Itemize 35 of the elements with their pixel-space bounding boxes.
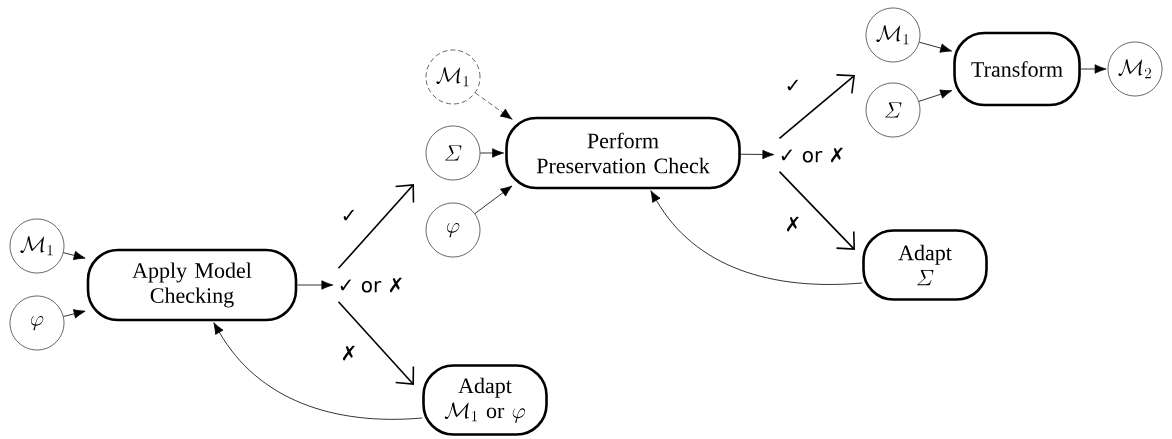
arrow xyxy=(337,184,415,270)
dashed-circle-node: $\mathcal{M}_1$ xyxy=(425,49,481,105)
arrow xyxy=(337,300,415,385)
edge-label: ✓ xyxy=(783,78,803,94)
arrow xyxy=(296,280,334,290)
arrow xyxy=(474,185,513,215)
circle-node: $\mathcal{M}_1$ xyxy=(865,7,921,63)
result-text: ✓ or ✗ xyxy=(340,277,402,293)
circle-node: $\varphi$ xyxy=(425,202,481,258)
circle-node: $\varphi$ xyxy=(9,295,65,351)
circle-node: $\mathcal{M}_2$ xyxy=(1107,41,1163,97)
arrow xyxy=(918,89,953,102)
process-box: Adapt $\mathnormal{\Sigma}$ xyxy=(862,229,988,301)
arrow xyxy=(479,148,504,158)
arrow xyxy=(650,190,863,285)
circle-node: $\mathcal{M}_1$ xyxy=(9,218,65,274)
edge-label: ✗ xyxy=(783,215,803,233)
process-box: Perform Preservation Check xyxy=(505,116,741,190)
arrow xyxy=(778,170,855,250)
circle-node: $\mathnormal{\Sigma}$ xyxy=(425,125,481,181)
arrow xyxy=(918,41,953,53)
arrow xyxy=(63,309,86,319)
arrow xyxy=(63,250,86,261)
arrow xyxy=(1080,64,1107,74)
edge-label: ✗ xyxy=(339,344,359,362)
result-text: ✓ or ✗ xyxy=(781,147,843,163)
process-box: Adapt $\mathcal{M}_1\ \mathrm{or}\ \varphi$ xyxy=(422,364,548,436)
arrow xyxy=(778,74,855,140)
edge-label: ✓ xyxy=(339,208,359,224)
arrow xyxy=(740,149,775,160)
circle-node: $\mathnormal{\Sigma}$ xyxy=(865,82,921,138)
arrow xyxy=(474,92,513,120)
process-box: Transform xyxy=(953,31,1081,107)
arrow xyxy=(213,322,423,420)
process-box: Apply Model Checking xyxy=(86,248,298,322)
